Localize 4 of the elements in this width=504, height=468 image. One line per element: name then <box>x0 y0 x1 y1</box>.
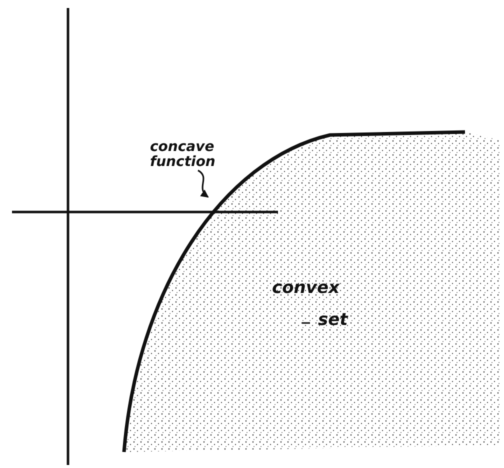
curve-label: concave function <box>150 140 260 170</box>
leader-line <box>198 170 209 198</box>
region-label: set <box>318 312 348 330</box>
region-label: convex <box>272 280 340 298</box>
